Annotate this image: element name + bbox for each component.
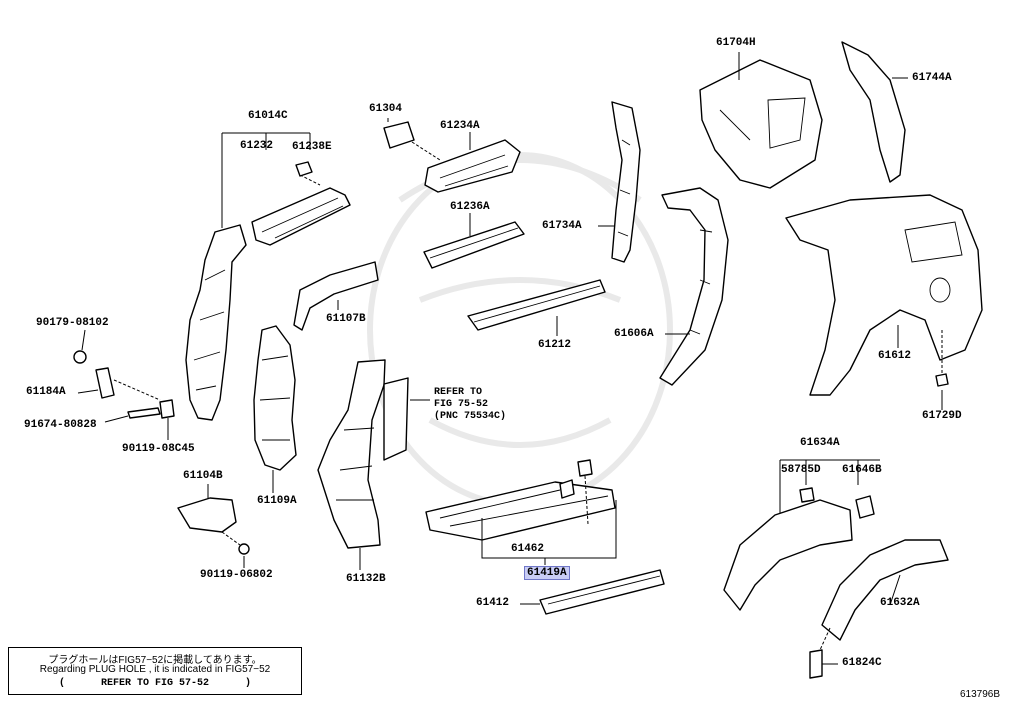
label-61824C[interactable]: 61824C: [842, 657, 882, 669]
label-61606A[interactable]: 61606A: [614, 328, 654, 340]
label-61632A[interactable]: 61632A: [880, 597, 920, 609]
part-61412-rocker-reinforce[interactable]: [539, 569, 665, 615]
label-61304[interactable]: 61304: [369, 103, 403, 115]
leader-61634A: [779, 459, 880, 520]
label-61744A[interactable]: 61744A: [912, 72, 952, 84]
part-61634A-wheelhouse[interactable]: [723, 499, 853, 611]
refer-line-1: REFER TO: [434, 387, 483, 398]
label-leaders: [77, 52, 943, 665]
label-61729D[interactable]: 61729D: [922, 410, 962, 422]
figure-code: 613796B: [960, 689, 1001, 700]
part-reference-panel[interactable]: [383, 377, 409, 461]
part-front-pillar[interactable]: [185, 224, 247, 421]
label-61238E[interactable]: 61238E: [292, 141, 332, 153]
label-61704H[interactable]: 61704H: [716, 37, 756, 49]
part-58785D-clip[interactable]: [799, 487, 815, 503]
part-90179-08102-nut[interactable]: [73, 350, 87, 364]
label-90119-06802[interactable]: 90119-06802: [200, 569, 273, 581]
refer-line-3: (PNC 75534C): [434, 411, 507, 422]
leader-61014C: [221, 132, 311, 228]
label-91674-80828[interactable]: 91674-80828: [24, 419, 97, 431]
part-61236A-rail[interactable]: [423, 221, 525, 269]
part-61632A-wheelhouse[interactable]: [821, 539, 949, 641]
leader-61462-61419A: [481, 500, 617, 565]
part-61612-quarter-panel[interactable]: [785, 194, 983, 396]
part-61107B-rail[interactable]: [293, 261, 379, 331]
label-61232[interactable]: 61232: [240, 140, 274, 152]
label-61646B[interactable]: 61646B: [842, 464, 882, 476]
label-61462[interactable]: 61462: [511, 543, 545, 555]
part-61729D-clip[interactable]: [935, 373, 949, 387]
label-61109A[interactable]: 61109A: [257, 495, 297, 507]
part-61184A-bracket[interactable]: [95, 367, 115, 399]
part-61212-roof-rail[interactable]: [467, 279, 606, 331]
label-61412[interactable]: 61412: [476, 597, 510, 609]
label-58785D[interactable]: 58785D: [781, 464, 821, 476]
label-61104B[interactable]: 61104B: [183, 470, 223, 482]
label-61184A[interactable]: 61184A: [26, 386, 66, 398]
label-90119-08C45[interactable]: 90119-08C45: [122, 443, 195, 455]
label-61212[interactable]: 61212: [538, 339, 572, 351]
plug-hole-note: プラグホールはFIG57−52に掲載してあります。 Regarding PLUG…: [8, 647, 302, 695]
part-61646B-bracket[interactable]: [855, 495, 875, 519]
label-90179-08102[interactable]: 90179-08102: [36, 317, 109, 329]
part-61232-rail[interactable]: [251, 187, 351, 246]
part-61606A-pillar[interactable]: [659, 187, 729, 386]
part-61109A-pillar[interactable]: [253, 325, 297, 471]
part-61234A-panel[interactable]: [424, 139, 521, 193]
label-61107B[interactable]: 61107B: [326, 313, 366, 325]
part-61704H-panel[interactable]: [699, 59, 823, 189]
label-61132B[interactable]: 61132B: [346, 573, 386, 585]
part-61419A-bracket-2[interactable]: [577, 459, 593, 477]
label-61014C[interactable]: 61014C: [248, 110, 288, 122]
part-61304-bracket[interactable]: [383, 121, 415, 149]
refer-line-2: FIG 75-52: [434, 399, 489, 410]
part-91674-80828-bolt[interactable]: [127, 407, 161, 419]
note-line-en: Regarding PLUG HOLE , it is indicated in…: [39, 664, 271, 675]
part-61824C-pad[interactable]: [809, 649, 823, 679]
note-line-jp: プラグホールはFIG57−52に掲載してあります。: [48, 655, 262, 666]
label-61419A[interactable]: 61419A: [524, 566, 570, 580]
part-61104B-hinge[interactable]: [177, 497, 237, 533]
label-61236A[interactable]: 61236A: [450, 201, 490, 213]
part-90119-06802-bolt[interactable]: [238, 543, 250, 555]
part-90119-08C45-bolt[interactable]: [159, 399, 175, 419]
refer-to-fig-75-52[interactable]: REFER TO FIG 75-52 (PNC 75534C): [434, 387, 506, 423]
label-61734A[interactable]: 61734A: [542, 220, 582, 232]
note-refer-link[interactable]: ( REFER TO FIG 57-52 ): [58, 678, 252, 689]
label-61234A[interactable]: 61234A: [440, 120, 480, 132]
part-61734A-pillar[interactable]: [611, 101, 641, 263]
part-61132B-pillar[interactable]: [317, 359, 386, 549]
part-61744A-panel[interactable]: [841, 41, 906, 183]
part-61419A-bracket[interactable]: [559, 479, 575, 499]
part-61238E-clip[interactable]: [295, 161, 313, 177]
label-61612[interactable]: 61612: [878, 350, 912, 362]
label-61634A[interactable]: 61634A: [800, 437, 840, 449]
